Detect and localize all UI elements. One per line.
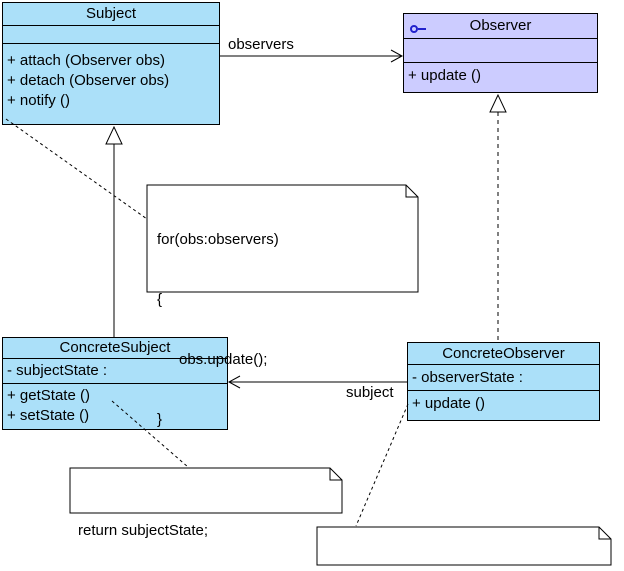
method-update-concrete-observer: + update () [412,395,485,412]
class-title-observer-label: Observer [469,17,532,34]
method-update-observer: + update () [408,67,481,84]
attributes-compartment-observer [404,39,597,63]
attributes-compartment-subject [3,26,219,44]
methods-compartment-observer: + update () [404,63,597,94]
attributes-compartment-concrete-subject: - subjectState : [3,359,227,384]
open-arrowhead-icon [390,49,404,63]
methods-compartment-subject: + attach (Observer obs) + detach (Observ… [3,44,219,126]
association-observers[interactable] [220,49,404,63]
class-box-subject[interactable]: Subject + attach (Observer obs) + detach… [2,2,220,125]
note-link-observer-state[interactable] [355,403,409,527]
hollow-triangle-icon [489,93,507,113]
generalization-concrete-subject-to-subject[interactable] [105,125,123,337]
note-fold-icon [329,468,342,481]
method-set-state: + setState () [7,407,90,424]
note-fold-icon [405,185,418,198]
attribute-observer-state: - observerState : [412,369,523,386]
methods-compartment-concrete-subject: + getState () + setState () [3,384,227,431]
note-link-for-loop[interactable] [5,118,148,220]
class-title-concrete-observer: ConcreteObserver [408,343,599,365]
note-shape-return-state[interactable] [69,467,343,514]
method-detach: + detach (Observer obs) [7,72,170,89]
realization-concrete-observer-to-observer[interactable] [489,93,507,342]
hollow-triangle-icon [105,125,123,145]
note-shape-observer-state[interactable] [316,526,612,566]
methods-compartment-concrete-observer: + update () [408,391,599,420]
note-shape-for-loop[interactable] [146,184,419,293]
association-subject[interactable] [227,375,407,389]
interface-lollipop-icon [409,18,429,38]
class-box-concrete-subject[interactable]: ConcreteSubject - subjectState : + getSt… [2,337,228,430]
class-title-concrete-subject: ConcreteSubject [3,338,227,359]
attributes-compartment-concrete-observer: - observerState : [408,365,599,391]
open-arrowhead-icon [227,375,241,389]
note-text-observer-state: observerState=subject.getState(); [325,536,549,571]
note-text-return-state: return subjectState; [78,522,209,539]
association-label-observers[interactable]: observers [228,36,294,53]
class-title-observer: Observer [404,14,597,39]
class-box-concrete-observer[interactable]: ConcreteObserver - observerState : + upd… [407,342,600,421]
method-notify: + notify () [7,92,70,109]
class-box-observer[interactable]: Observer + update () [403,13,598,93]
note-fold-icon [598,527,611,540]
association-label-subject[interactable]: subject [346,384,394,401]
class-title-subject: Subject [3,3,219,26]
attribute-subject-state: - subjectState : [7,362,108,379]
method-attach: + attach (Observer obs) [7,52,165,69]
method-get-state: + getState () [7,387,90,404]
